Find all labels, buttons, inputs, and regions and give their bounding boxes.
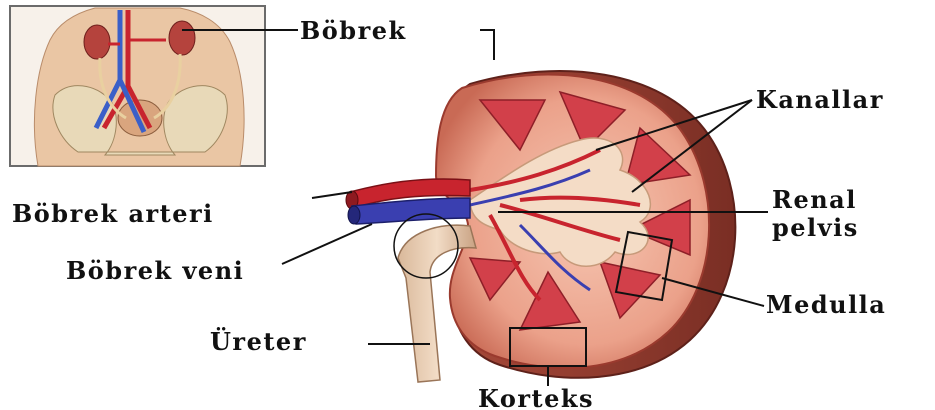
- renal-vein-end: [348, 206, 360, 224]
- label-medulla: Medulla: [766, 290, 886, 319]
- inset-left-kidney: [84, 25, 110, 59]
- label-bobrek-veni: Böbrek veni: [66, 256, 244, 285]
- leader-bobrek-kidney: [480, 30, 494, 60]
- label-korteks: Korteks: [478, 384, 594, 410]
- label-ureter: Üreter: [210, 327, 307, 356]
- leader-bobrek-veni: [282, 224, 372, 264]
- label-bobrek-arteri: Böbrek arteri: [12, 199, 214, 228]
- label-pelvis: pelvis: [772, 213, 859, 242]
- inset-right-kidney: [169, 21, 195, 55]
- label-kanallar: Kanallar: [756, 85, 884, 114]
- label-bobrek: Böbrek: [300, 16, 407, 45]
- label-renal: Renal: [772, 185, 857, 214]
